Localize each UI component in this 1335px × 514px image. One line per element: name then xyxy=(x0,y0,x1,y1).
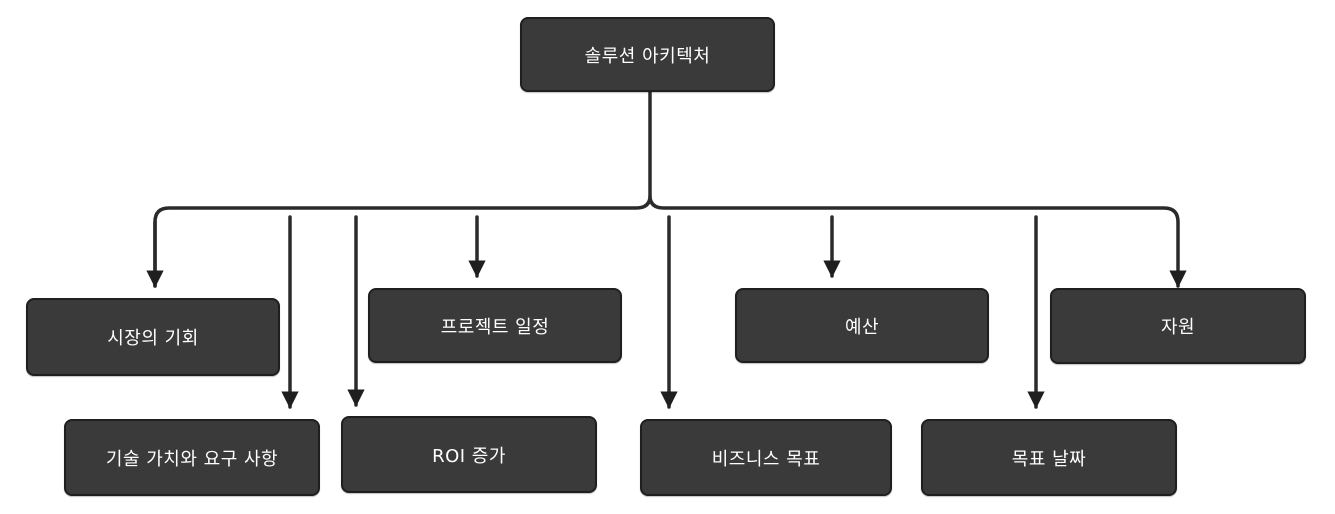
node-target-date: 목표 날짜 xyxy=(921,419,1177,496)
node-market-opportunity: 시장의 기회 xyxy=(26,298,280,376)
node-budget: 예산 xyxy=(735,288,989,363)
node-label: 예산 xyxy=(844,316,880,338)
node-label: ROI 증가 xyxy=(432,445,506,467)
node-label: 기술 가치와 요구 사항 xyxy=(105,448,279,470)
node-project-schedule: 프로젝트 일정 xyxy=(368,288,622,363)
node-label: 비즈니스 목표 xyxy=(711,448,821,470)
node-tech-value-requirements: 기술 가치와 요구 사항 xyxy=(64,419,320,496)
bus-line xyxy=(153,195,1187,288)
node-label: 자원 xyxy=(1160,317,1196,338)
node-business-goal: 비즈니스 목표 xyxy=(640,419,892,496)
node-label: 프로젝트 일정 xyxy=(440,316,550,338)
node-label: 솔루션 아키텍처 xyxy=(584,45,711,67)
node-resource: 자원 xyxy=(1050,288,1306,364)
node-label: 목표 날짜 xyxy=(1011,448,1087,470)
node-roi-increase: ROI 증가 xyxy=(341,416,597,493)
node-label: 시장의 기회 xyxy=(107,328,199,349)
node-solution-architecture: 솔루션 아키텍처 xyxy=(520,17,775,92)
